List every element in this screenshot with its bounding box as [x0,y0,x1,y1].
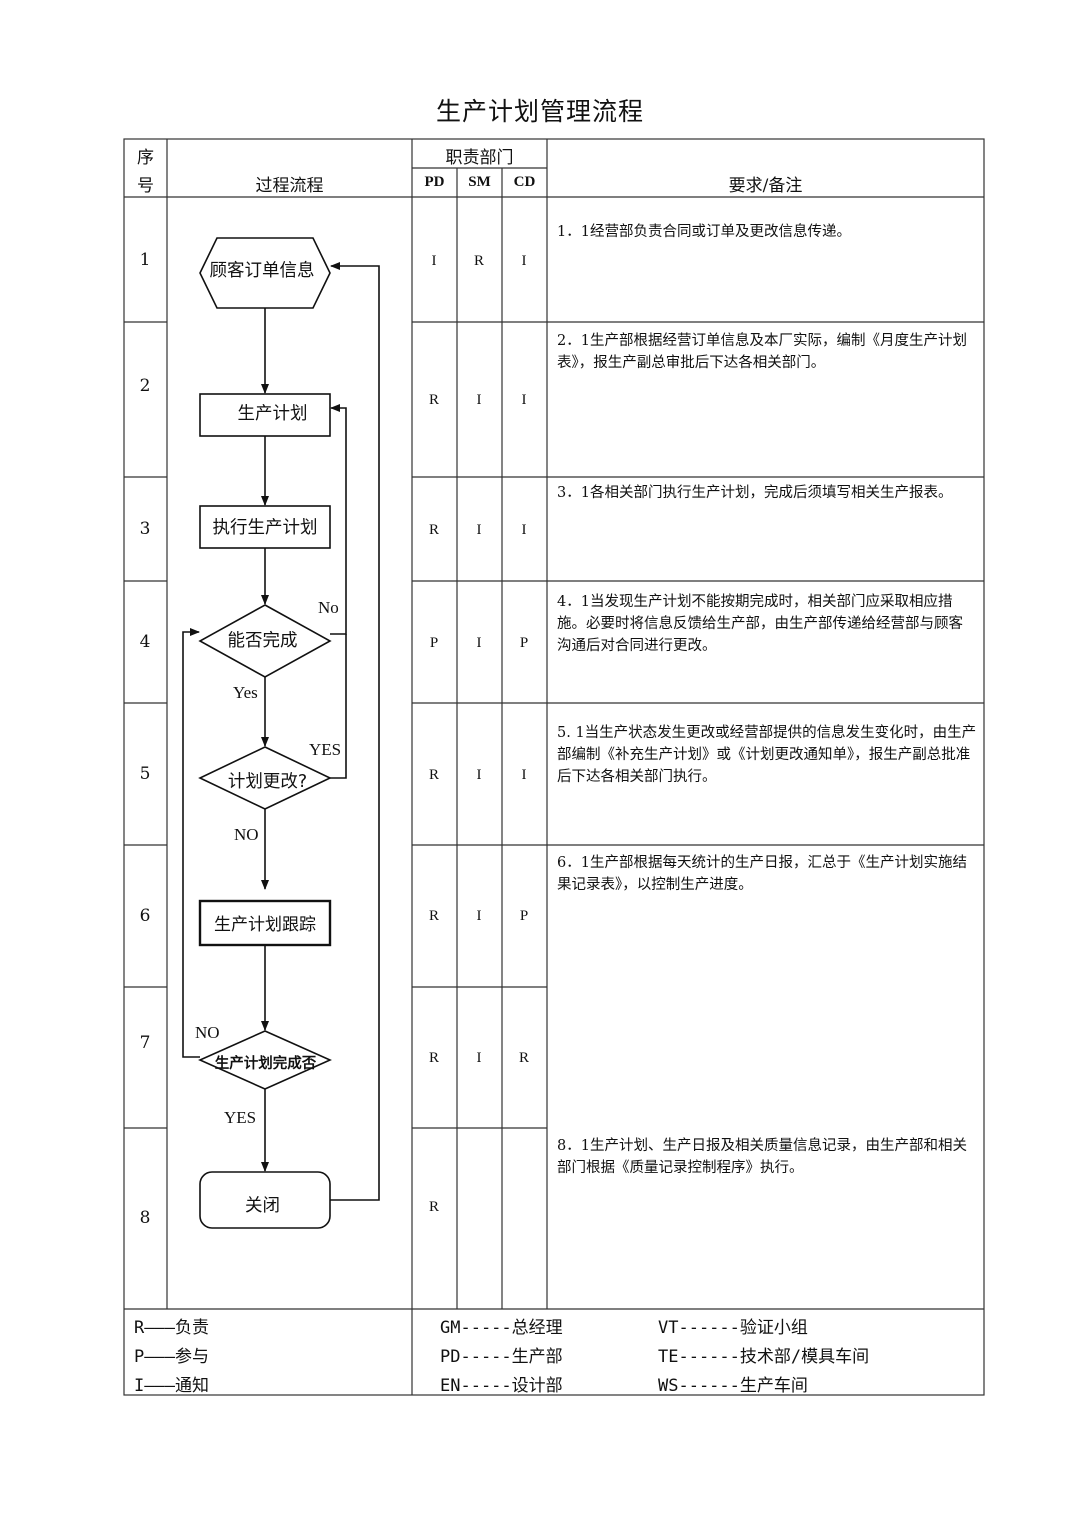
raci-cd: P [519,908,529,924]
raci-pd: R [428,767,439,783]
edge-label-yes: YES [309,740,342,759]
page-title: 生产计划管理流程 [435,97,644,126]
note-text: 4．1当发现生产计划不能按期完成时，相关部门应采取相应措施。必要时将信息反馈给生… [557,594,963,654]
row-number: 1 [139,250,151,270]
legend-item: VT------验证小组 [658,1318,808,1338]
close-label: 关闭 [245,1196,280,1216]
raci-cd: I [521,392,527,408]
raci-cd: R [518,1050,529,1066]
raci-cd: I [521,767,527,783]
edge-label-yes: YES [224,1108,257,1127]
plan-done-label: 生产计划完成否 [214,1056,317,1072]
legend-item: R———负责 [134,1318,209,1338]
customer-order-node [199,237,331,309]
raci-pd: R [428,392,439,408]
can-complete-label: 能否完成 [227,631,298,651]
raci-pd: R [428,1050,439,1066]
header-dept: 职责部门 [445,148,514,168]
header-pd: PD [424,174,445,190]
raci-pd: R [428,908,439,924]
edge-label-yes: Yes [233,683,258,702]
plan-change-label: 计划更改? [227,772,308,792]
edge-label-no: NO [195,1023,220,1042]
note-text: 2．1生产部根据经营订单信息及本厂实际，编制《月度生产计划表》，报生产副总审批后… [557,333,967,371]
note-text: 5. 1当生产状态发生更改或经营部提供的信息发生变化时，由生产部编制《补充生产计… [557,725,977,785]
header-process: 过程流程 [255,176,324,196]
raci-pd: R [428,1199,439,1215]
row-number: 5 [139,764,151,784]
customer-order-label: 顾客订单信息 [209,261,315,281]
note-text: 8．1生产计划、生产日报及相关质量信息记录，由生产部和相关部门根据《质量记录控制… [557,1138,967,1176]
raci-sm: I [476,908,482,924]
raci-sm: I [476,1050,482,1066]
legend-item: I———通知 [134,1376,209,1396]
raci-pd: P [429,635,439,651]
raci-cd: P [519,635,529,651]
plan-tracking-label: 生产计划跟踪 [214,915,316,935]
row-number: 4 [139,632,151,652]
row-number: 2 [139,376,151,396]
raci-sm: I [476,767,482,783]
legend-item: EN-----设计部 [440,1376,563,1396]
raci-pd: R [428,522,439,538]
note-text: 6．1生产部根据每天统计的生产日报，汇总于《生产计划实施结果记录表》，以控制生产… [557,855,967,893]
raci-sm: I [476,522,482,538]
raci-cd: I [521,253,527,269]
legend-item: GM-----总经理 [440,1318,563,1338]
note-text: 1．1经营部负责合同或订单及更改信息传递。 [557,224,851,240]
legend-item: PD-----生产部 [440,1347,563,1367]
header-seq-1: 序 [137,148,154,168]
execute-plan-label: 执行生产计划 [212,518,318,538]
raci-pd: I [431,253,437,269]
header-notes: 要求/备注 [728,176,803,196]
raci-cd: I [521,522,527,538]
header-cd: CD [513,174,536,190]
row-number: 8 [139,1208,151,1228]
header-seq-2: 号 [137,176,154,196]
legend-item: TE------技术部/模具车间 [658,1347,870,1367]
row-number: 6 [139,906,151,926]
edge-label-no: NO [234,825,259,844]
production-plan-label: 生产计划 [237,404,308,424]
legend-item: P———参与 [134,1347,209,1367]
edge-label-no: No [318,598,339,617]
header-sm: SM [468,174,491,190]
row-number: 7 [139,1033,151,1053]
raci-sm: I [476,635,482,651]
raci-sm: I [476,392,482,408]
legend-item: WS------生产车间 [658,1376,808,1396]
raci-sm: R [473,253,484,269]
row-number: 3 [139,519,151,539]
note-text: 3．1各相关部门执行生产计划，完成后须填写相关生产报表。 [557,485,953,501]
